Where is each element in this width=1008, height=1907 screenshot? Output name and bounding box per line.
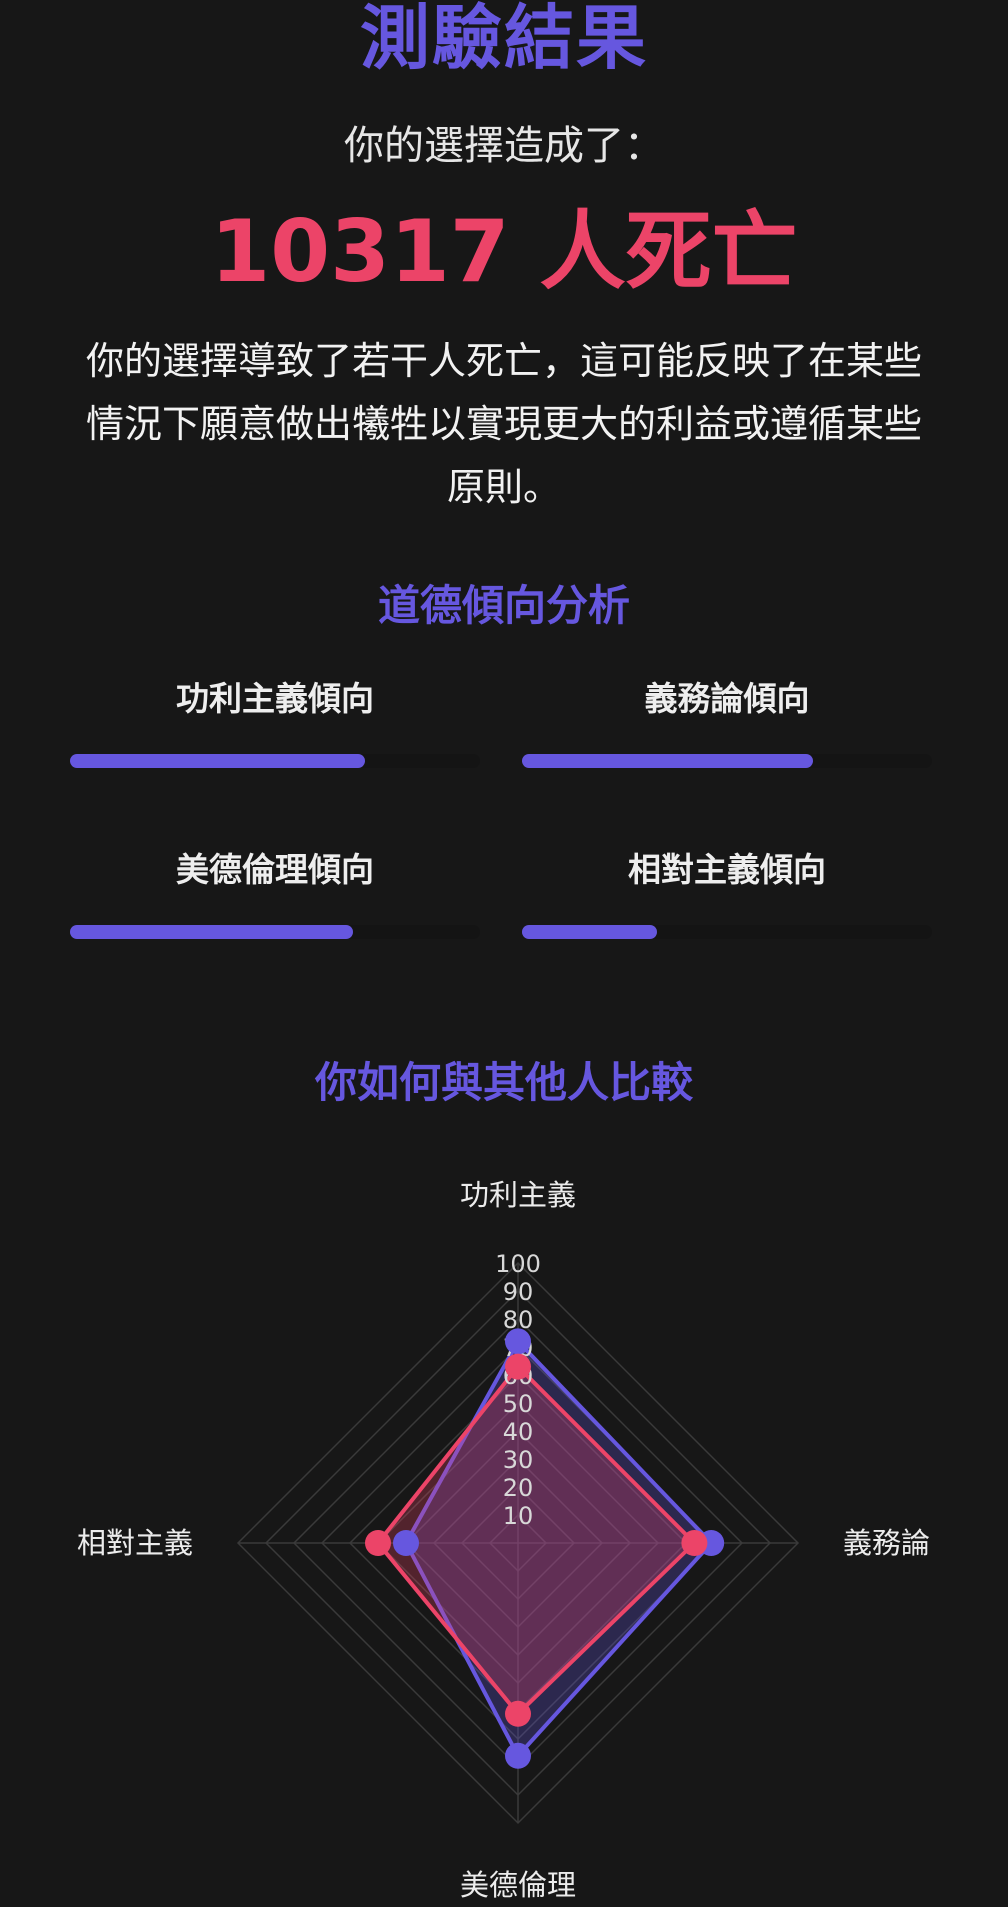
tick-label: 10	[503, 1502, 534, 1530]
tendency-bar-fill	[522, 925, 658, 939]
tick-label: 40	[503, 1418, 534, 1446]
series-point	[505, 1353, 531, 1380]
tendency-bar-track	[522, 754, 932, 768]
result-subtitle: 你的選擇造成了：	[344, 123, 664, 169]
series-point	[393, 1530, 419, 1556]
tendency-bar-fill	[522, 754, 814, 768]
series-area	[376, 1364, 697, 1716]
tick-label: 20	[503, 1474, 534, 1502]
series-point	[681, 1530, 708, 1556]
tendency-virtue-ethics: 美德倫理傾向	[70, 847, 480, 939]
radar-chart: 102030405060708090100功利主義義務論美德倫理相對主義	[77, 1178, 930, 1902]
moral-tendency-heading: 道德傾向分析	[377, 581, 630, 630]
tendency-label: 功利主義傾向	[176, 679, 374, 718]
tendency-bar-track	[70, 754, 480, 768]
tendency-label: 相對主義傾向	[628, 850, 826, 889]
tendency-label: 義務論傾向	[644, 679, 810, 718]
tendency-bar-fill	[70, 754, 366, 768]
series-point	[505, 1700, 531, 1727]
series-point	[505, 1742, 531, 1769]
comparison-heading: 你如何與其他人比較	[314, 1058, 693, 1107]
tendency-bar-track	[522, 925, 932, 939]
tick-label: 90	[503, 1278, 534, 1306]
tick-label: 50	[503, 1390, 534, 1418]
tendency-relativism: 相對主義傾向	[522, 847, 932, 939]
axis-label: 美德倫理	[460, 1868, 576, 1902]
tendency-utilitarianism: 功利主義傾向	[70, 676, 480, 768]
death-count: 10317 人死亡	[210, 202, 798, 302]
series-point	[505, 1328, 531, 1355]
tendency-label: 美德倫理傾向	[176, 850, 374, 889]
tick-label: 30	[503, 1446, 534, 1474]
axis-label: 相對主義	[77, 1526, 193, 1560]
result-description: 你的選擇導致了若干人死亡，這可能反映了在某些情況下願意做出犧牲以實現更大的利益或…	[85, 339, 922, 509]
axis-label: 功利主義	[460, 1178, 576, 1212]
series-point	[365, 1530, 391, 1556]
tendency-bar-track	[70, 925, 480, 939]
page-title: 測驗結果	[360, 0, 648, 79]
axis-label: 義務論	[843, 1526, 930, 1560]
tendency-bar-fill	[70, 925, 353, 939]
tendency-deontology: 義務論傾向	[522, 676, 932, 768]
tick-label: 100	[495, 1250, 541, 1278]
